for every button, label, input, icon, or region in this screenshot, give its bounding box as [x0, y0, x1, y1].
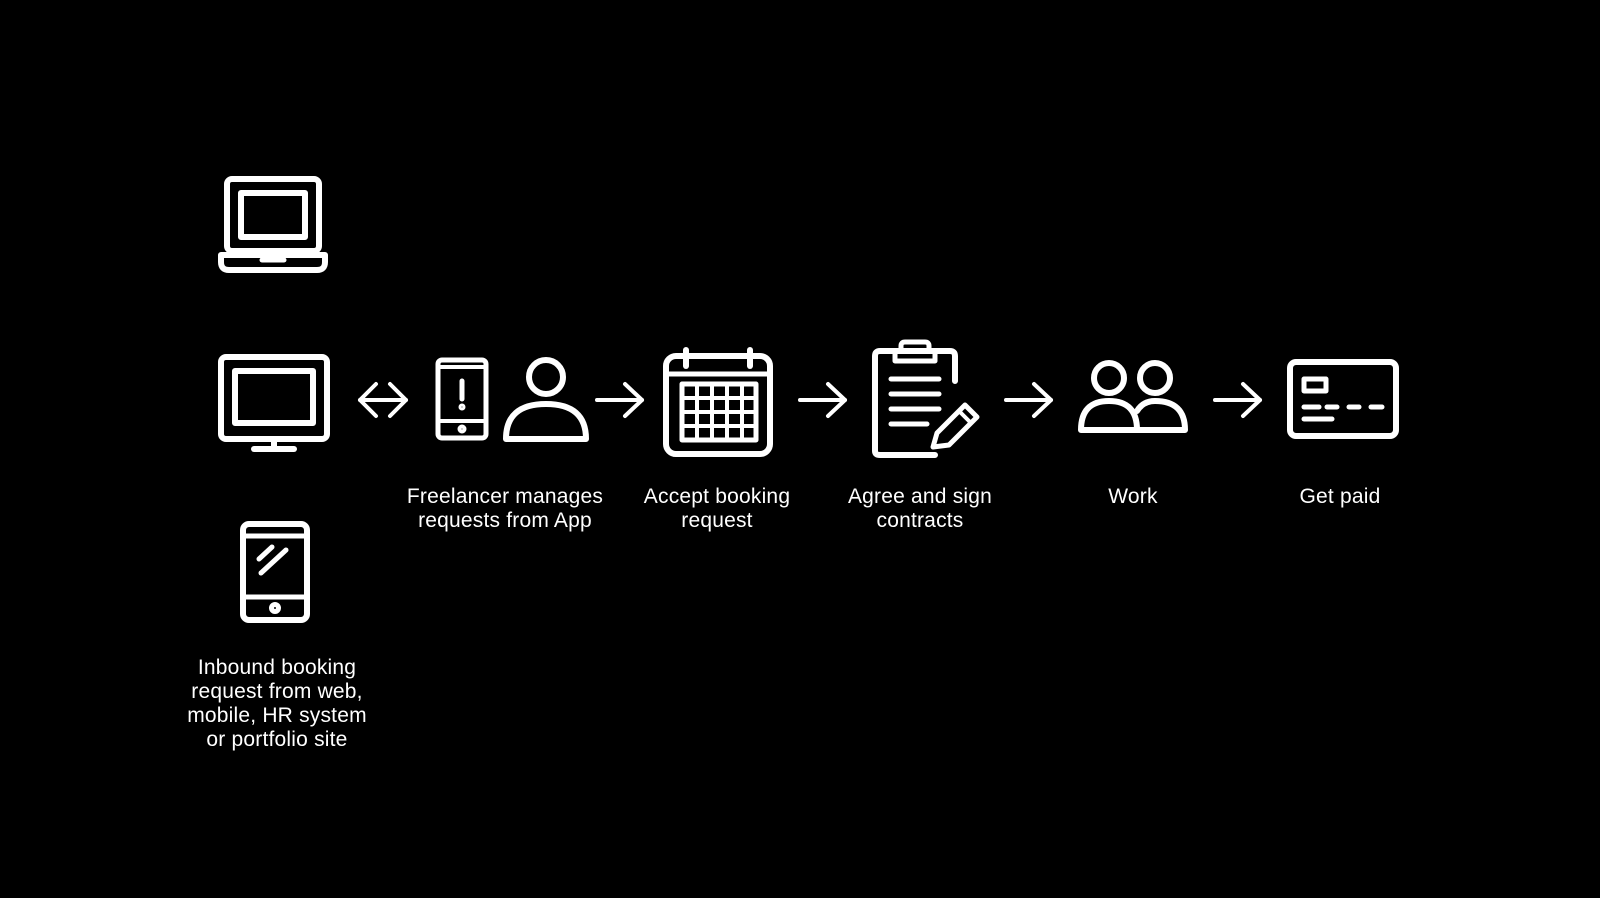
accept-booking-label: Accept booking request [643, 485, 791, 532]
person-icon [503, 356, 589, 442]
arrow-right-icon [797, 380, 849, 420]
phone-alert-icon [435, 357, 489, 441]
inbound-request-label: Inbound booking request from web, mobile… [187, 656, 367, 751]
get-paid-label: Get paid [1299, 485, 1381, 508]
freelancer-manages-label: Freelancer manages requests from App [406, 485, 604, 532]
laptop-icon [218, 176, 330, 276]
arrow-right-icon [1003, 380, 1055, 420]
double-arrow-icon [356, 380, 410, 420]
desktop-monitor-icon [218, 354, 330, 454]
clipboard-pencil-icon [871, 339, 983, 459]
credit-card-icon [1287, 359, 1399, 439]
arrow-right-icon [594, 380, 646, 420]
tablet-icon [240, 521, 310, 623]
work-label: Work [1108, 485, 1158, 508]
calendar-icon [662, 346, 774, 458]
people-icon [1077, 359, 1189, 435]
agree-sign-label: Agree and sign contracts [847, 485, 993, 532]
arrow-right-icon [1212, 380, 1264, 420]
